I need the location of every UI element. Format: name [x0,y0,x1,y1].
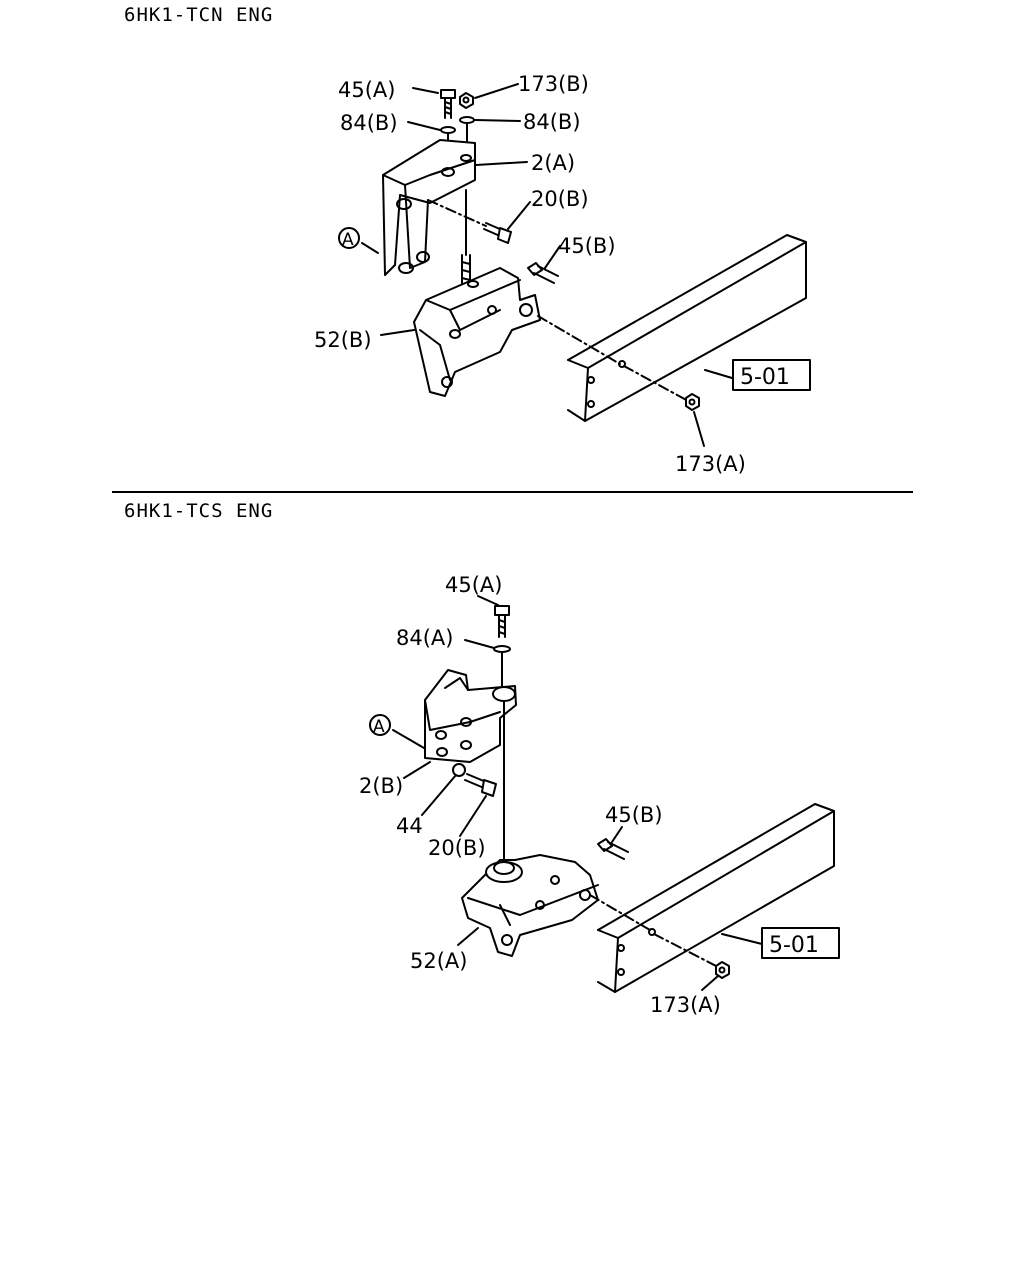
callout-washer-84b-right: 84(B) [523,110,581,134]
callout-nut-173a: 173(A) [675,452,746,476]
ref-box-label-2: 5-01 [769,933,819,958]
callouts-section-1: 45(A) 173(B) 84(B) 84(B) 2(A) 20(B) 45(B… [314,72,790,476]
bolt-45a-top [440,89,456,119]
callout-washer-44: 44 [396,814,423,838]
chassis-frame-rail-2 [597,803,835,993]
callout-bolt-45a: 45(A) [338,78,395,102]
callout-bolt-45a-2: 45(A) [445,573,502,597]
callout-bolt-20b-2: 20(B) [428,836,486,860]
engine-mount-52b [413,267,541,397]
view-marker-a-label-1: A [342,230,354,250]
nut-173a-frame [685,393,700,411]
view-marker-a-2 [369,714,391,736]
ref-box-label-1: 5-01 [740,365,790,390]
callout-washer-84a: 84(A) [396,626,453,650]
washer-84b-right [459,116,475,124]
bolt-45b-frame-2 [597,838,629,860]
callout-nut-173a-2: 173(A) [650,993,721,1017]
view-marker-a-1 [338,227,360,249]
washer-84b-left [440,126,456,134]
washer-84a [493,645,511,653]
ref-box-5-01-1 [732,359,811,391]
view-marker-a-label-2: A [373,717,385,737]
callout-bolt-45b: 45(B) [558,234,616,258]
callout-bracket-2b: 2(B) [359,774,403,798]
chassis-frame-rail-1 [567,234,807,422]
callouts-section-2: 45(A) 84(A) 2(B) 44 20(B) 45(B) 52(A) 17… [359,573,819,1017]
bracket-2a [382,139,476,276]
engine-mount-52a [461,854,599,957]
ref-box-5-01-2 [761,927,840,959]
nut-173a-frame-2 [715,961,730,979]
bracket-2b [424,669,517,763]
callout-mount-52a: 52(A) [410,949,467,973]
callout-bolt-20b: 20(B) [531,187,589,211]
callout-bracket-2a: 2(A) [531,151,575,175]
callout-nut-173b: 173(B) [518,72,589,96]
bolt-45b-frame [527,262,559,284]
section-title-tcs: 6HK1-TCS ENG [124,500,274,522]
callout-washer-84b-left: 84(B) [340,111,398,135]
bolt-45a-top-2 [494,605,510,638]
callout-mount-52b: 52(B) [314,328,372,352]
nut-173b-top [459,92,474,109]
callout-bolt-45b-2: 45(B) [605,803,663,827]
bolt-20b-side [483,222,512,244]
washer-44 [452,763,466,777]
bolt-20b-side-2 [464,773,497,797]
section-divider [112,491,913,493]
section-title-tcn: 6HK1-TCN ENG [124,4,274,26]
